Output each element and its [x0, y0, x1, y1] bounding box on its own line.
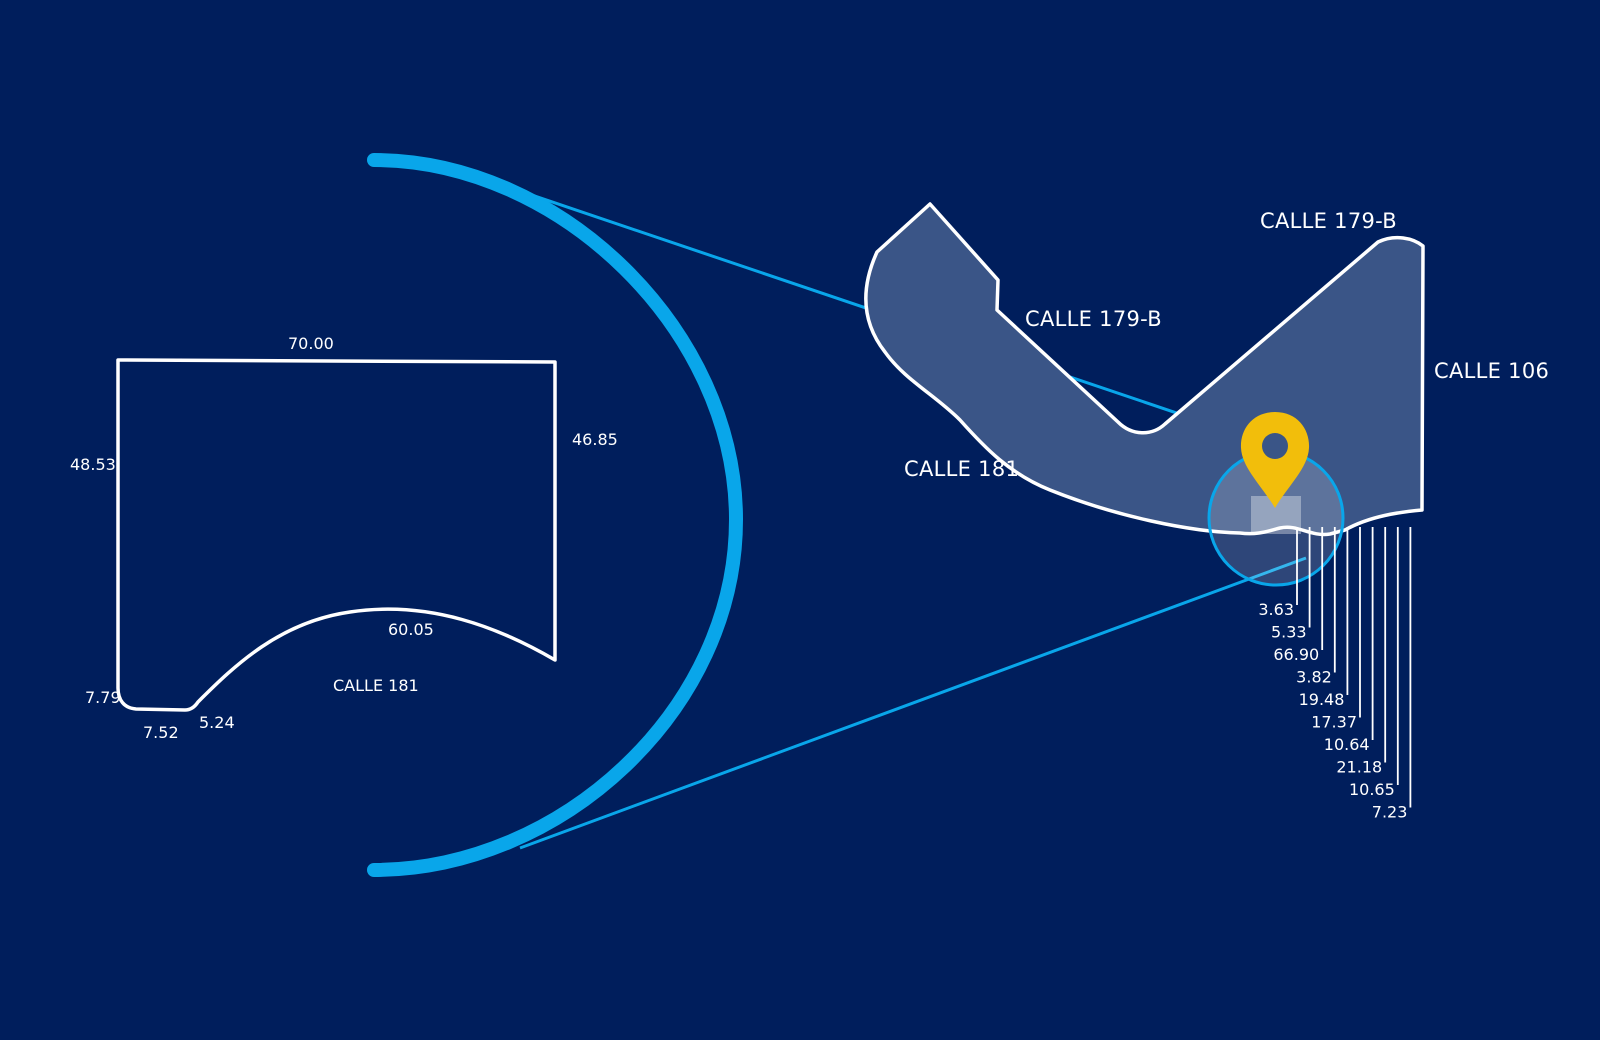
lot-corner-dimension: 7.79	[85, 688, 121, 707]
street-label-179b-top: CALLE 179-B	[1260, 209, 1397, 233]
measurement-label: 19.48	[1299, 690, 1345, 709]
lot-street-label: CALLE 181	[333, 676, 419, 695]
zoom-line-bottom	[519, 556, 1307, 850]
measurement-label: 3.82	[1296, 668, 1332, 687]
measurement-label: 7.23	[1372, 803, 1408, 822]
location-pin-icon	[1240, 412, 1310, 508]
lot-left-dimension: 48.53	[70, 455, 116, 474]
lot-curve-dimension: 60.05	[388, 620, 434, 639]
measurement-label: 10.64	[1324, 735, 1370, 754]
magnifier-arc	[367, 153, 744, 877]
measurement-label: 10.65	[1349, 780, 1395, 799]
measurement-label: 17.37	[1311, 713, 1357, 732]
street-label-179b-mid: CALLE 179-B	[1025, 307, 1162, 331]
measurement-label: 3.63	[1258, 600, 1294, 619]
street-label-181: CALLE 181	[904, 457, 1019, 481]
lot-bottom-short-dimension: 5.24	[199, 713, 235, 732]
street-label-106: CALLE 106	[1434, 359, 1549, 383]
lot-bottom-left-dimension: 7.52	[143, 723, 179, 742]
lot-right-dimension: 46.85	[572, 430, 618, 449]
measurement-label: 21.18	[1336, 758, 1382, 777]
lot-outline	[116, 358, 557, 712]
measurement-label: 66.90	[1273, 645, 1319, 664]
measurement-leaders: 3.63 5.33 66.90 3.82 19.48 17.37 10.64 21.18 10.…	[1258, 527, 1412, 822]
measurement-label: 5.33	[1271, 623, 1307, 642]
site-area-shape	[864, 202, 1425, 537]
lot-top-dimension: 70.00	[288, 334, 334, 353]
